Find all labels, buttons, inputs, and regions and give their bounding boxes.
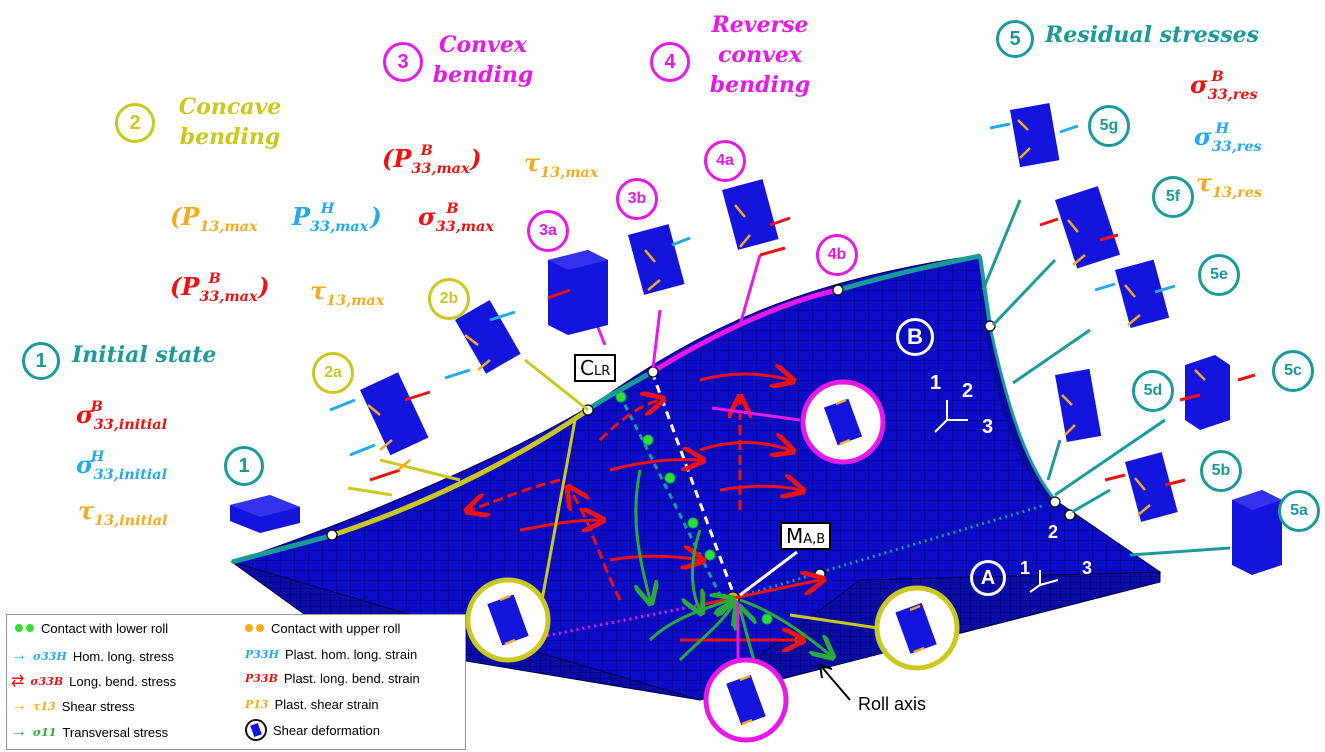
mab-label: MA,B <box>780 522 831 550</box>
badge-3a: 3a <box>527 210 569 252</box>
red-arrow-icon: ⇄ <box>11 671 24 691</box>
badge-5c: 5c <box>1272 350 1314 392</box>
badge-2b: 2b <box>428 278 470 320</box>
concave-p13-label: (P13,max <box>170 202 258 231</box>
orange-dot-icon <box>245 621 265 636</box>
stage-4-badge: 4 <box>650 42 690 82</box>
badge-1: 1 <box>224 446 264 486</box>
badge-5f: 5f <box>1152 176 1194 218</box>
axis-a-3: 3 <box>1082 558 1092 579</box>
concave-pb-label: (P33,maxB) <box>170 272 270 301</box>
tau-res: τ13,res <box>1196 168 1262 197</box>
badge-4a: 4a <box>704 140 746 182</box>
legend-transversal: → σ11 Transversal stress <box>11 723 168 741</box>
badge-5g: 5g <box>1088 105 1130 147</box>
badge-5b: 5b <box>1200 450 1242 492</box>
axis-b-3: 3 <box>982 416 993 439</box>
concave-ph-label: P33,maxH) <box>292 202 382 231</box>
axis-a-1: 1 <box>1020 558 1030 579</box>
concave-tau-label: τ13,max <box>310 276 384 305</box>
badge-3b: 3b <box>616 178 658 220</box>
stage-2-badge: 2 <box>115 103 155 143</box>
legend-shear-strain: P13 Plast. shear strain <box>245 697 379 712</box>
convex-tau-label: τ13,max <box>524 148 598 177</box>
legend-hom-stress: → σ33H Hom. long. stress <box>11 647 174 665</box>
badge-5a: 5a <box>1278 490 1320 532</box>
badge-5d: 5d <box>1132 370 1174 412</box>
orange-arrow-icon: → <box>11 697 27 715</box>
green-arrow-icon: → <box>11 723 27 741</box>
stage-1-badge: 1 <box>22 342 60 380</box>
axis-b-1: 1 <box>930 372 941 395</box>
legend-upper-roll: Contact with upper roll <box>245 621 400 636</box>
legend-lower-roll: Contact with lower roll <box>15 621 168 636</box>
region-a: A <box>970 560 1006 596</box>
shear-deformation-icon <box>245 719 267 741</box>
legend-shear-deformation: Shear deformation <box>245 719 380 741</box>
legend-shear-stress: → τ13 Shear stress <box>11 697 135 715</box>
axis-b-2: 2 <box>962 380 973 403</box>
badge-4b: 4b <box>816 234 858 276</box>
sigma-b-res: σ33,resB <box>1190 70 1224 99</box>
region-b: B <box>896 318 934 356</box>
stage-1-title: Initial state <box>72 342 216 368</box>
badge-5e: 5e <box>1198 254 1240 296</box>
stage-5-title: Residual stresses <box>1045 22 1259 48</box>
stage-3-badge: 3 <box>383 42 423 82</box>
convex-pb-label: (P33,maxB) <box>382 144 482 173</box>
sigma-b-initial: σ33,initialB <box>76 400 103 429</box>
badge-2a: 2a <box>312 352 354 394</box>
axis-a-2: 2 <box>1048 522 1058 543</box>
clr-label: CLR <box>574 354 616 382</box>
concave-sigma-label: σ33,maxB <box>418 202 459 231</box>
roll-axis-label: Roll axis <box>858 694 926 715</box>
legend-bend-strain: P33B Plast. long. bend. strain <box>245 671 420 686</box>
legend: Contact with lower roll Contact with upp… <box>6 614 466 750</box>
green-dot-icon <box>15 621 35 636</box>
legend-hom-strain: P33H Plast. hom. long. strain <box>245 647 417 662</box>
stage-5-badge: 5 <box>996 20 1034 58</box>
tau-initial: τ13,initial <box>78 496 168 525</box>
sigma-h-initial: σ33,initialH <box>76 450 104 479</box>
cyan-arrow-icon: → <box>11 647 27 665</box>
sigma-h-res: σ33,resH <box>1194 122 1229 151</box>
legend-bend-stress: ⇄ σ33B Long. bend. stress <box>11 671 176 691</box>
